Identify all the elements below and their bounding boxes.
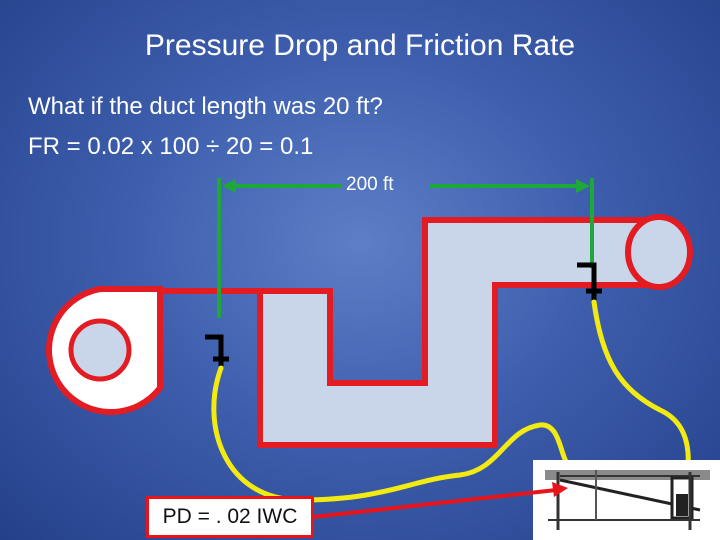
- pitot-tube-icon: [205, 262, 602, 366]
- duct-system: [46, 214, 693, 448]
- dimension-marker: [217, 178, 594, 318]
- duct-body: [160, 217, 668, 448]
- dimension-label: 200 ft: [346, 174, 394, 195]
- fan-inlet-circle: [68, 318, 132, 382]
- pointer-arrow: [312, 482, 568, 519]
- formula-text: FR = 0.02 x 100 ÷ 20 = 0.1: [28, 133, 314, 160]
- pressure-drop-label: PD = . 02 IWC: [146, 496, 314, 538]
- pressure-tubing: [211, 299, 691, 503]
- slide-title: Pressure Drop and Friction Rate: [144, 29, 576, 62]
- manometer-icon: [533, 460, 720, 540]
- question-text: What if the duct length was 20 ft?: [28, 93, 383, 120]
- duct-end-cylinder: [625, 214, 693, 290]
